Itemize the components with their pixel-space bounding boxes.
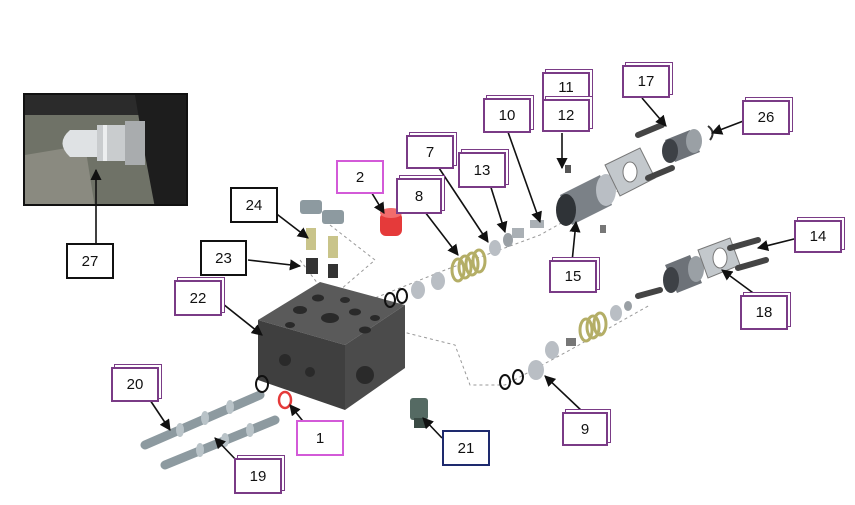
callout-27: 27 [66, 243, 114, 279]
fitting-photo-image [25, 95, 186, 204]
callout-8: 8 [396, 178, 442, 214]
callout-1: 1 [296, 420, 344, 456]
callout-12: 12 [542, 99, 590, 132]
top-plugs [300, 200, 344, 278]
callout-17: 17 [622, 65, 670, 98]
callout-18: 18 [740, 295, 788, 330]
lower-axis-parts [499, 237, 769, 390]
valve-body [258, 282, 405, 410]
callout-26: 26 [742, 100, 790, 135]
callout-24: 24 [230, 187, 278, 223]
spools [140, 375, 428, 470]
callout-21: 21 [442, 430, 490, 466]
callout-11: 11 [542, 72, 590, 102]
callout-14: 14 [794, 220, 842, 253]
leader-arrows [90, 97, 799, 463]
callout-15: 15 [549, 260, 597, 293]
callout-2: 2 [336, 160, 384, 194]
callout-9: 9 [562, 412, 608, 446]
callout-19: 19 [234, 458, 282, 494]
callout-23: 23 [200, 240, 247, 276]
cylinder-housing [556, 122, 675, 233]
callout-13: 13 [458, 152, 506, 188]
upper-cap [662, 125, 714, 163]
callout-22: 22 [174, 280, 222, 316]
fitting-photo [23, 93, 188, 206]
callout-10: 10 [483, 98, 531, 133]
assembly-dashed-lines [299, 189, 651, 386]
upper-axis-parts [384, 220, 544, 308]
callout-20: 20 [111, 367, 159, 402]
callout-7: 7 [406, 135, 454, 169]
